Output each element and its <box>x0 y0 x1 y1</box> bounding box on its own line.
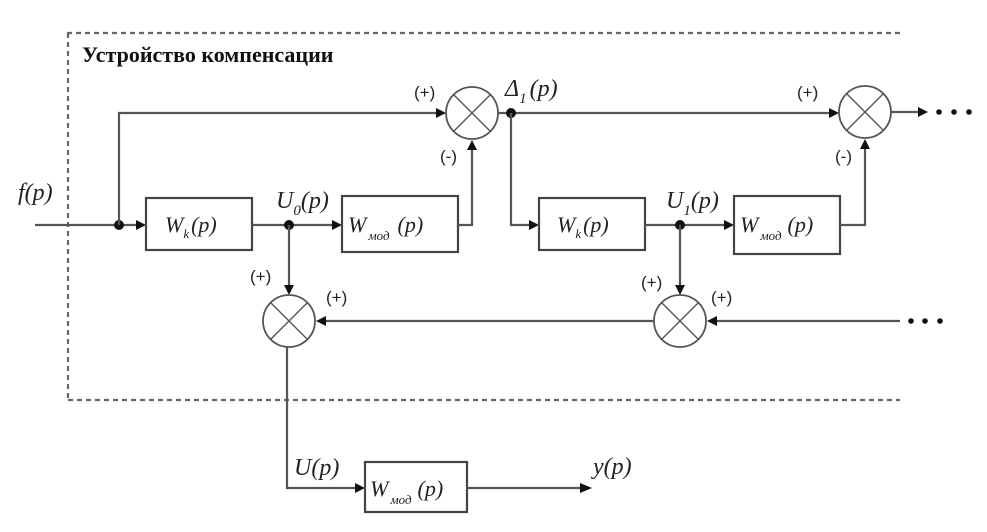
arrow-down-to-sum3 <box>284 285 294 295</box>
sum3-plus-sign-top: (+) <box>250 267 271 286</box>
arrow-up-to-sum2 <box>860 139 870 149</box>
arrow-to-wk0 <box>136 220 146 230</box>
sum2-plus-sign: (+) <box>797 83 818 102</box>
arrow-output <box>580 483 592 493</box>
sum4-plus-sign-right: (+) <box>711 288 732 307</box>
block-wk-0 <box>144 196 254 252</box>
input-signal-label: f(p) <box>18 180 53 206</box>
signal-delta1-label: Δ1(p) <box>504 76 558 107</box>
arrow-sum2-out <box>918 107 928 117</box>
summing-junction-3 <box>262 294 316 348</box>
arrow-to-wk1 <box>529 220 539 230</box>
sum2-minus-sign: (-) <box>835 147 852 166</box>
arrow-to-wmod-out <box>355 483 365 493</box>
summing-junction-4 <box>653 294 707 348</box>
summing-junction-2 <box>838 85 892 139</box>
sum4-plus-sign-top: (+) <box>641 273 662 292</box>
arrow-down-to-sum4 <box>675 285 685 295</box>
line-wmod0-to-sum1 <box>458 146 474 227</box>
line-delta1-to-wk1 <box>509 113 533 227</box>
arrow-to-wmod0 <box>332 220 342 230</box>
device-title: Устройство компенсации <box>82 42 334 67</box>
signal-u0-label: U0(p) <box>276 188 329 219</box>
compensation-device-boundary <box>66 31 900 402</box>
line-wmod1-to-sum2 <box>840 145 867 227</box>
block-wk-1-label: Wk(p) <box>557 212 609 241</box>
arrow-to-sum3 <box>316 316 326 326</box>
output-signal-label: y(p) <box>591 454 632 480</box>
block-wk-0-label: Wk(p) <box>165 212 217 241</box>
sum3-plus-sign-right: (+) <box>326 288 347 307</box>
line-u-to-wmod-out <box>285 347 358 490</box>
ellipsis-top <box>936 109 972 115</box>
block-wmod-1 <box>732 194 842 256</box>
sum1-minus-sign: (-) <box>440 147 457 166</box>
signal-u1-label: U1(p) <box>666 188 719 219</box>
arrow-to-sum2 <box>829 108 839 118</box>
ellipsis-bottom <box>908 318 943 324</box>
arrow-up-to-sum1 <box>467 140 477 150</box>
sum1-plus-sign: (+) <box>414 83 435 102</box>
arrow-to-sum1 <box>436 108 446 118</box>
arrow-to-wmod1 <box>724 220 734 230</box>
summing-junction-1 <box>445 86 499 140</box>
feedforward-line-f <box>117 111 440 225</box>
arrow-to-sum4 <box>707 316 717 326</box>
signal-u-label: U(p) <box>294 455 339 481</box>
